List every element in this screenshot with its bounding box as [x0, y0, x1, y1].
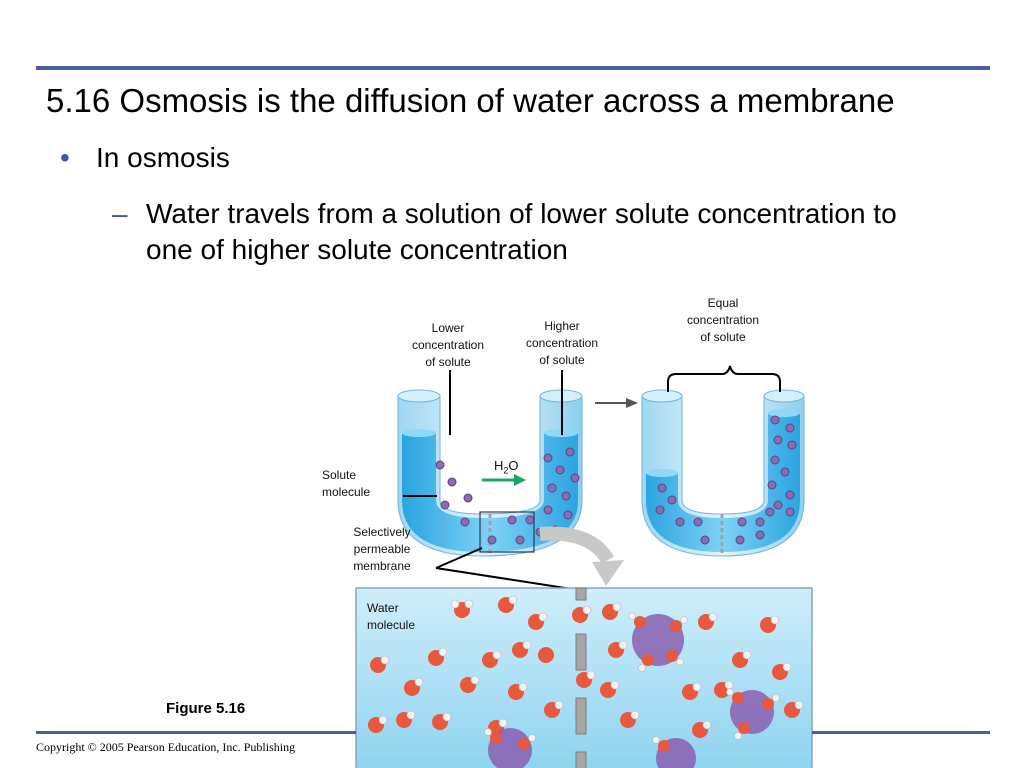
solute-clusters: [484, 612, 780, 768]
water-molecules: [368, 595, 804, 738]
bottom-rule-right: [812, 731, 990, 734]
bullet-item: • In osmosis: [60, 142, 230, 174]
sub-bullet-marker: –: [112, 198, 128, 229]
top-rule: [36, 66, 990, 70]
equal-concentration-label: Equal concentration of solute: [686, 296, 760, 344]
bullet-text: In osmosis: [96, 142, 230, 173]
zoom-selection-box: [479, 511, 535, 553]
lower-concentration-label: Lower concentration of solute: [411, 321, 485, 369]
water-molecule-label: Water molecule: [367, 601, 416, 632]
membrane-label: Selectively permeable membrane: [353, 525, 411, 573]
h2o-label: H2O: [494, 458, 519, 476]
solute-molecules-after: [655, 415, 797, 545]
copyright-text: Copyright © 2005 Pearson Education, Inc.…: [36, 740, 296, 754]
process-arrow: [595, 398, 638, 408]
sub-bullet-text: Water travels from a solution of lower s…: [146, 198, 897, 265]
u-tube-after: [641, 389, 805, 557]
sub-bullet-item: – Water travels from a solution of lower…: [112, 196, 906, 268]
water-flow-arrow: [482, 474, 526, 486]
bullet-marker: •: [60, 142, 70, 173]
figure-label: Figure 5.16: [166, 700, 246, 717]
zoom-arrow: [539, 526, 615, 564]
equal-bracket: [667, 365, 781, 392]
bottom-rule: [36, 731, 356, 734]
slide-title: 5.16 Osmosis is the diffusion of water a…: [46, 82, 895, 119]
higher-concentration-label: Higher concentration of solute: [525, 319, 599, 367]
solute-molecule-label: Solute molecule: [322, 468, 371, 499]
zoomed-panel: [355, 587, 813, 768]
